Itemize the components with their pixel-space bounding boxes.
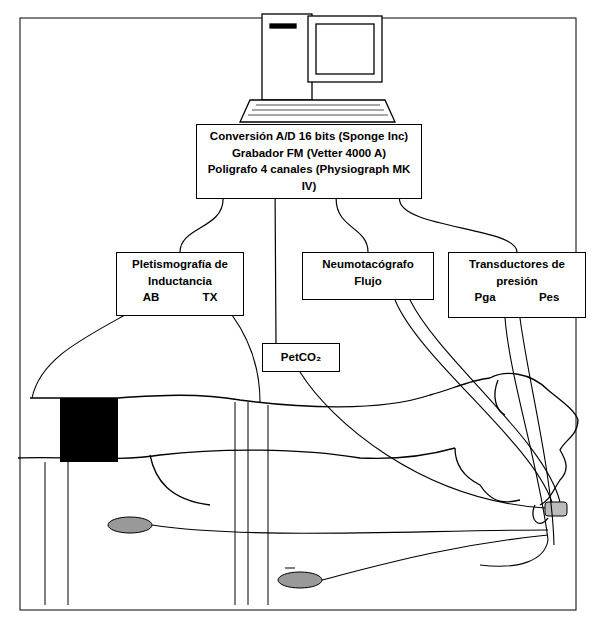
cable [180, 199, 223, 252]
box-text: Pga [475, 289, 496, 306]
signal-row: AB TX [121, 289, 239, 306]
box-text: Flujo [307, 273, 429, 290]
pneumotachograph-head [545, 502, 567, 516]
computer [240, 14, 395, 122]
ab-band [60, 398, 118, 462]
instrument-box: PetCO₂ [262, 343, 340, 372]
box-text: Pletismografía de Inductancia [121, 256, 239, 289]
box-text: PetCO₂ [267, 349, 335, 366]
box-text: Transductores de presión [453, 256, 581, 289]
wires [32, 300, 560, 580]
box-text: TX [203, 289, 218, 306]
box-text: Grabador FM (Vetter 4000 A) [201, 145, 417, 162]
box-text: Poligrafo 4 canales (Physiograph MK IV) [201, 161, 417, 194]
box-text: Conversión A/D 16 bits (Sponge Inc) [201, 128, 417, 145]
instrument-box: NeumotacógrafoFlujo [302, 252, 434, 300]
box-text: Pes [539, 289, 559, 306]
recorder-box: Conversión A/D 16 bits (Sponge Inc)Graba… [196, 124, 422, 199]
cable [275, 199, 277, 343]
cable [336, 199, 368, 252]
tx-band-lines [45, 402, 268, 605]
instrument-box: Pletismografía de InductanciaAB TX [116, 252, 244, 316]
instrument-box: Transductores de presiónPga Pes [448, 252, 586, 318]
box-text: Neumotacógrafo [307, 256, 429, 273]
electrodes [108, 517, 322, 588]
signal-row: Pga Pes [453, 289, 581, 306]
box-text: AB [143, 289, 160, 306]
cable [399, 199, 517, 252]
